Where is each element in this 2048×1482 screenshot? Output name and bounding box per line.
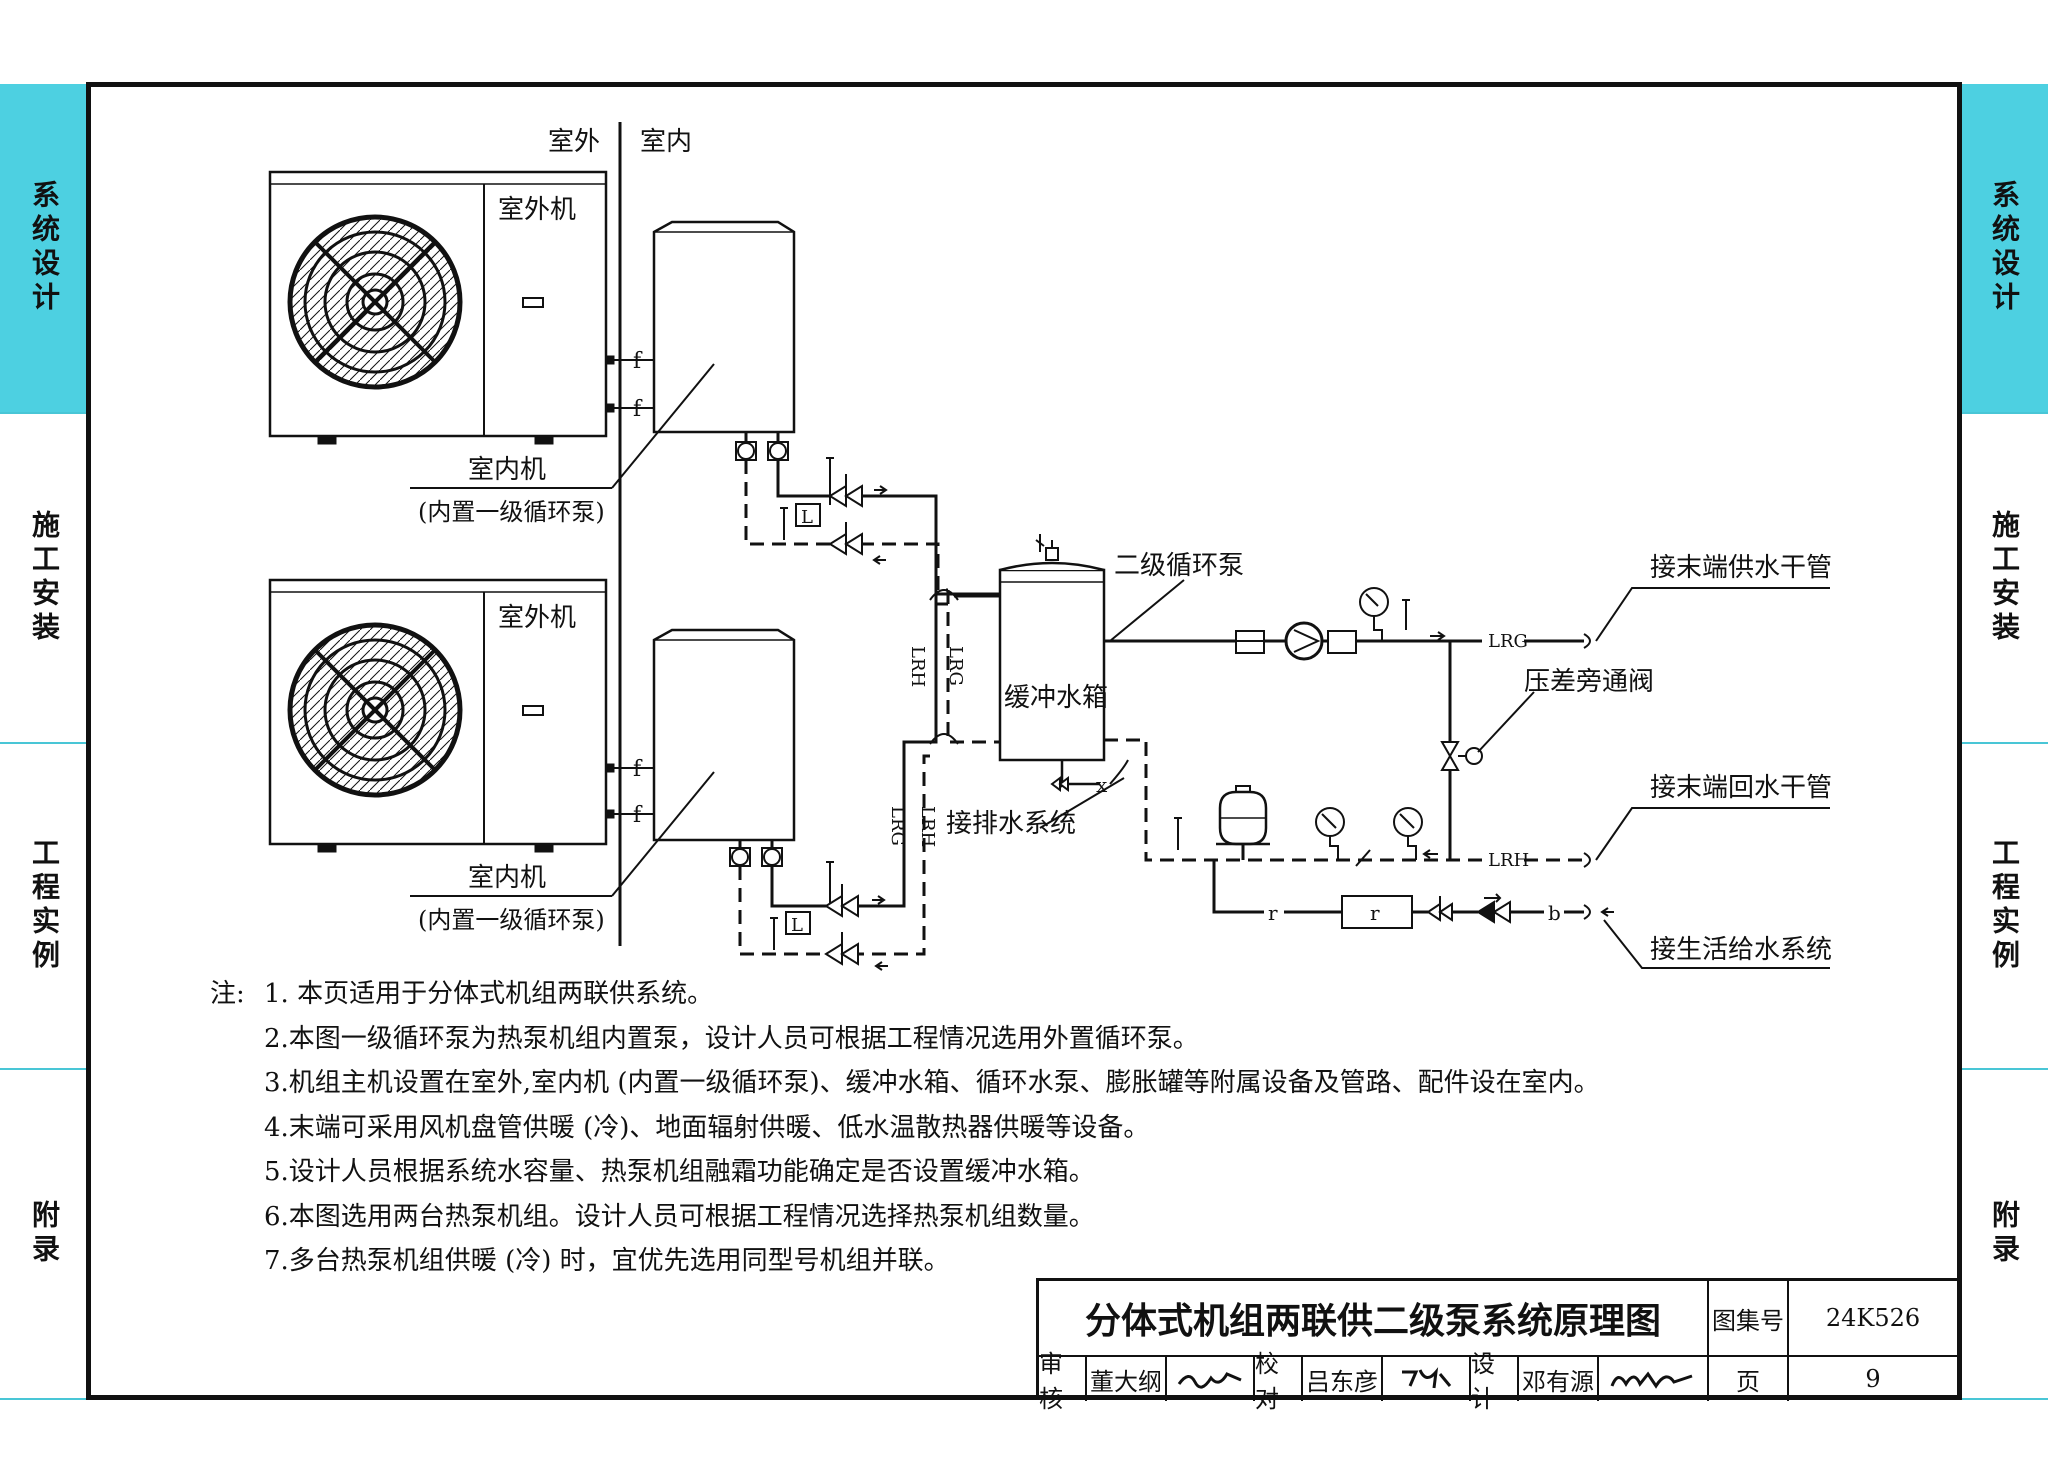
indoor-unit-note: (内置一级循环泵) xyxy=(418,906,605,934)
indoor-unit-label: 室内机 xyxy=(468,863,546,893)
side-tab-construction-right[interactable]: 施工安装 xyxy=(1960,414,2048,744)
outdoor-unit-label: 室外机 xyxy=(498,195,576,225)
domestic-water-label: 接生活给水系统 xyxy=(1650,935,1832,965)
side-tab-appendix[interactable]: 附录 xyxy=(0,1070,88,1400)
checker-name: 吕东彦 xyxy=(1303,1357,1383,1401)
side-tab-system-design-right[interactable]: 系统设计 xyxy=(1960,84,2048,414)
secondary-pump-label: 二级循环泵 xyxy=(1114,551,1244,581)
return-line: LRH 接末端回水干管 xyxy=(1104,738,1832,871)
note-item: 7.多台热泵机组供暖 (冷) 时，宜优先选用同型号机组并联。 xyxy=(264,1246,950,1276)
reviewer-name: 董大纲 xyxy=(1087,1357,1167,1401)
indoor-unit-label: 室内机 xyxy=(468,455,546,485)
header-pipes: LRH LRG LRG LRH xyxy=(887,496,1000,847)
svg-text:f: f xyxy=(633,349,643,374)
svg-text:b: b xyxy=(1548,901,1561,925)
side-tab-label: 系统设计 xyxy=(28,180,61,316)
reviewer-signature xyxy=(1167,1357,1255,1401)
svg-text:f: f xyxy=(633,757,643,782)
check-label: 校对 xyxy=(1255,1350,1303,1413)
title-block: 分体式机组两联供二级泵系统原理图 图集号 24K526 审核 董大纲 校对 吕东… xyxy=(1036,1278,1960,1413)
indoor-label: 室内 xyxy=(640,127,692,157)
note-item: 5.设计人员根据系统水容量、热泵机组融霜功能确定是否设置缓冲水箱。 xyxy=(264,1157,1095,1187)
indoor-unit-note: (内置一级循环泵) xyxy=(418,498,605,526)
side-tab-system-design[interactable]: 系统设计 xyxy=(0,84,88,414)
svg-text:r: r xyxy=(1370,901,1380,925)
designer-signature xyxy=(1599,1357,1709,1401)
indoor-unit-1: 室内机 (内置一级循环泵) xyxy=(410,220,796,526)
side-tab-examples[interactable]: 工程实例 xyxy=(0,744,88,1070)
svg-text:LRH: LRH xyxy=(907,646,928,687)
atlas-label: 图集号 xyxy=(1709,1281,1789,1357)
side-tab-label: 工程实例 xyxy=(1988,838,2021,974)
svg-text:x: x xyxy=(1096,773,1108,797)
supply-main-label: 接末端供水干管 xyxy=(1650,553,1832,583)
note-item: 2.本图一级循环泵为热泵机组内置泵，设计人员可根据工程情况选用外置循环泵。 xyxy=(264,1023,1199,1054)
svg-text:LRG: LRG xyxy=(945,646,966,686)
side-tab-label: 施工安装 xyxy=(28,510,61,646)
drain-label: 接排水系统 xyxy=(946,809,1076,839)
svg-text:LRH: LRH xyxy=(1488,850,1529,871)
side-tab-examples-right[interactable]: 工程实例 xyxy=(1960,744,2048,1070)
note-item: 3.机组主机设置在室外,室内机 (内置一级循环泵)、缓冲水箱、循环水泵、膨胀罐等… xyxy=(264,1068,1600,1098)
svg-text:L: L xyxy=(791,915,803,936)
designer-name: 邓有源 xyxy=(1519,1357,1599,1401)
notes-prefix: 注: xyxy=(210,979,245,1009)
svg-text:f: f xyxy=(633,397,643,422)
bypass-valve: 压差旁通阀 xyxy=(1440,641,1654,860)
refrigerant-lines-1: f f xyxy=(614,349,654,422)
svg-text:LRG: LRG xyxy=(1488,631,1528,652)
side-tab-label: 附录 xyxy=(28,1200,61,1268)
svg-text:L: L xyxy=(801,507,813,528)
side-tab-label: 施工安装 xyxy=(1988,510,2021,646)
notes-block: 注: 1. 本页适用于分体式机组两联供系统。 2.本图一级循环泵为热泵机组内置泵，… xyxy=(210,972,1600,1284)
note-item: 1. 本页适用于分体式机组两联供系统。 xyxy=(264,979,714,1009)
buffer-tank: 缓冲水箱 x 接排水系统 xyxy=(946,534,1129,839)
drawing-title: 分体式机组两联供二级泵系统原理图 xyxy=(1039,1281,1709,1357)
design-label: 设计 xyxy=(1471,1350,1519,1413)
unit2-piping: L xyxy=(729,740,936,971)
signature-icon xyxy=(1610,1371,1693,1389)
note-item: 6.本图选用两台热泵机组。设计人员可根据工程情况选择热泵机组数量。 xyxy=(264,1201,1095,1232)
return-main-label: 接末端回水干管 xyxy=(1650,773,1832,803)
side-tab-label: 工程实例 xyxy=(28,838,61,974)
drawing-frame xyxy=(86,82,1962,1400)
makeup-water-line: r r b 接生活给水系统 xyxy=(1212,860,1832,969)
refrigerant-lines-2: f f xyxy=(614,757,654,828)
indoor-unit-2: 室内机 (内置一级循环泵) xyxy=(410,628,796,934)
page-label: 页 xyxy=(1709,1357,1789,1401)
note-item: 4.末端可采用风机盘管供暖 (冷)、地面辐射供暖、低水温散热器供暖等设备。 xyxy=(264,1112,1150,1143)
bypass-valve-label: 压差旁通阀 xyxy=(1524,667,1654,697)
signature-icon xyxy=(1177,1372,1242,1389)
buffer-tank-label: 缓冲水箱 xyxy=(1004,683,1108,713)
review-label: 审核 xyxy=(1039,1350,1087,1413)
outdoor-label: 室外 xyxy=(548,127,600,157)
outdoor-unit-label: 室外机 xyxy=(498,603,576,633)
svg-text:r: r xyxy=(1268,901,1278,925)
side-tab-label: 附录 xyxy=(1988,1200,2021,1268)
svg-text:LRH: LRH xyxy=(917,806,938,847)
checker-signature xyxy=(1383,1357,1471,1401)
supply-line: LRG 接末端供水干管 二级循环泵 xyxy=(1104,551,1832,661)
page-number: 9 xyxy=(1865,1365,1881,1393)
atlas-number: 24K526 xyxy=(1789,1281,1957,1357)
side-tab-label: 系统设计 xyxy=(1988,180,2021,316)
outdoor-unit-2: 室外机 xyxy=(268,578,615,853)
side-tab-appendix-right[interactable]: 附录 xyxy=(1960,1070,2048,1400)
signature-icon xyxy=(1402,1367,1452,1389)
svg-text:LRG: LRG xyxy=(887,806,908,846)
expansion-tank xyxy=(1216,785,1270,860)
outdoor-unit-1: 室外机 xyxy=(268,170,615,445)
side-tab-construction[interactable]: 施工安装 xyxy=(0,414,88,744)
svg-text:f: f xyxy=(633,803,643,828)
